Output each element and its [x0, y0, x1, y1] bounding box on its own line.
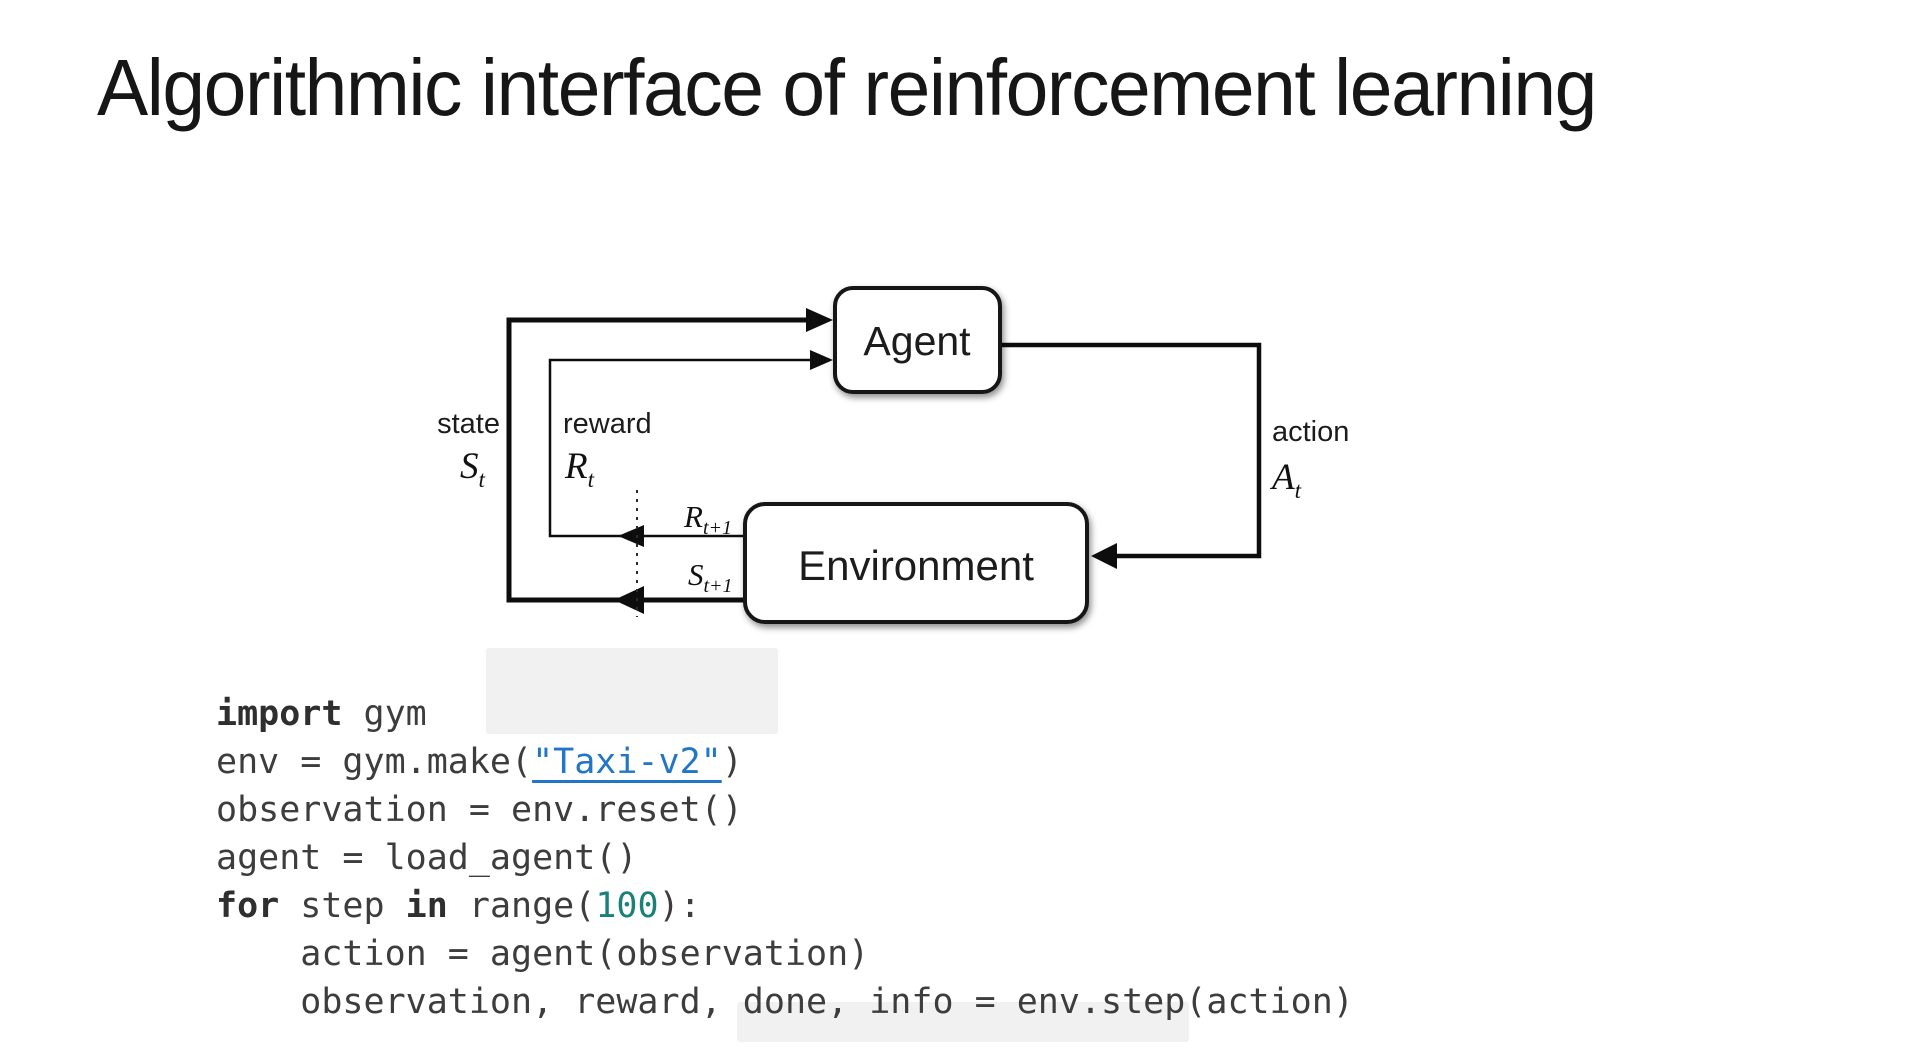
- code-token-plain: agent = load_agent(): [216, 838, 638, 878]
- action-label: action: [1272, 416, 1349, 448]
- action-arrowhead-icon: [1091, 543, 1117, 569]
- code-token-plain: env = gym.make(: [216, 742, 533, 782]
- code-token-keyword: for: [216, 886, 280, 926]
- environment-box: [743, 502, 1089, 624]
- state-label: state: [437, 408, 500, 440]
- environment-label: Environment: [798, 542, 1034, 589]
- paste-artifact: [486, 648, 778, 734]
- code-token-keyword: import: [216, 694, 343, 734]
- reward-next-arrowhead-icon: [618, 525, 644, 547]
- state-arrowhead-icon: [806, 308, 833, 332]
- page-title: Algorithmic interface of reinforcement l…: [97, 43, 1597, 132]
- code-line: agent = load_agent(): [216, 834, 1354, 882]
- action-symbol: At: [1269, 457, 1302, 503]
- code-token-plain: range(: [447, 886, 596, 926]
- code-token-plain: observation = env.reset(): [216, 790, 743, 830]
- reward-label: reward: [563, 408, 652, 440]
- code-token-plain: action = agent(observation): [216, 934, 870, 974]
- taxi-v2-link[interactable]: "Taxi-v2": [532, 742, 722, 782]
- code-line: for step in range(100):: [216, 882, 1354, 930]
- code-token-number: 100: [595, 886, 659, 926]
- code-token-plain: observation, reward, done, info = env.st…: [216, 982, 1354, 1022]
- reward-symbol: Rt: [564, 446, 595, 492]
- agent-label: Agent: [863, 318, 971, 364]
- reward-line: [548, 358, 812, 538]
- code-token-keyword: in: [405, 886, 448, 926]
- action-line: [1000, 342, 1262, 559]
- code-line: observation, reward, done, info = env.st…: [216, 978, 1354, 1026]
- code-line: observation = env.reset(): [216, 786, 1354, 834]
- code-token-plain: gym: [342, 694, 427, 734]
- state-next-arrowhead-icon: [614, 586, 644, 614]
- paste-artifact: [737, 1002, 1189, 1042]
- reward-next-symbol: Rt+1: [683, 499, 732, 539]
- state-next-symbol: St+1: [688, 557, 733, 597]
- code-line: import gym: [216, 690, 1354, 738]
- code-token-plain: ):: [658, 886, 701, 926]
- state-symbol: St: [460, 446, 486, 492]
- code-token-plain: step: [279, 886, 406, 926]
- reward-arrowhead-icon: [810, 350, 833, 370]
- code-line: env = gym.make("Taxi-v2"): [216, 738, 1354, 786]
- code-line: action = agent(observation): [216, 930, 1354, 978]
- agent-box: [833, 286, 1002, 394]
- code-token-plain: ): [721, 742, 743, 782]
